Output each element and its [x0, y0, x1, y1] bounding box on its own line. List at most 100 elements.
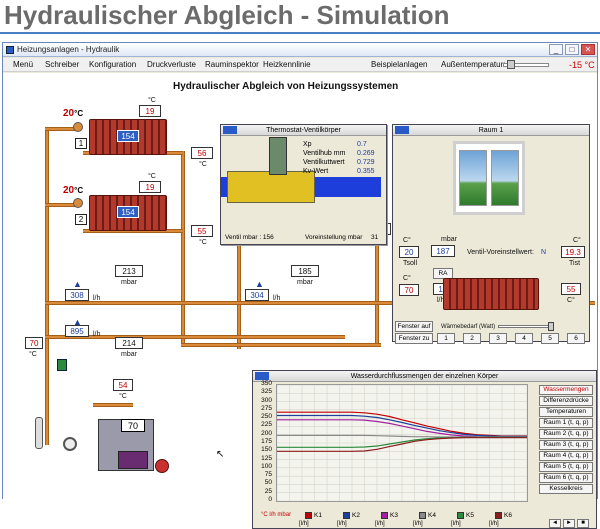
chart-view-button-9[interactable]: Raum 6 (t, q, p) — [539, 473, 593, 483]
rad2-number: 2 — [75, 214, 87, 225]
boiler-pipe — [93, 403, 133, 407]
rad2-valve[interactable] — [73, 198, 83, 208]
menu-bar: Menü Schreiber Konfiguration Druckverlus… — [3, 58, 597, 72]
window-title: Heizungsanlagen - Hydraulik — [17, 45, 120, 54]
y-tick-label: 350 — [261, 380, 272, 387]
flow1-unit: l/h — [93, 295, 101, 302]
flow3-arrow: ▲ — [73, 317, 82, 327]
menu-heizkennlinie[interactable]: Heizkennlinie — [263, 60, 311, 69]
menu-menue[interactable]: Menü — [13, 60, 34, 69]
menu-beispielanlagen[interactable]: Beispielanlagen — [371, 60, 428, 69]
outside-temp-label: Außentemperatur: — [441, 60, 506, 69]
legend-item-k2[interactable]: K2 — [343, 512, 360, 519]
t-soll-unit: C° — [403, 237, 411, 244]
flow3-unit: l/h — [93, 331, 101, 338]
window-pane-left — [459, 150, 487, 206]
legend-item-k5[interactable]: K5 — [457, 512, 474, 519]
legend-label: K6 — [504, 512, 512, 519]
diagram-title: Hydraulischer Abgleich von Heizungssyste… — [173, 81, 399, 92]
t-soll[interactable]: 20 — [399, 246, 419, 258]
legend-swatch — [457, 512, 464, 519]
legend-label: K1 — [314, 512, 322, 519]
window-titlebar[interactable]: Heizungsanlagen - Hydraulik _ □ ✕ — [3, 43, 597, 57]
waermebedarf-slider[interactable] — [498, 325, 550, 328]
thermostat-title: Thermostat-Ventilkörper — [221, 125, 386, 136]
pressure1-unit: mbar — [121, 279, 137, 286]
pump-icon[interactable] — [57, 359, 67, 371]
series-line-k2 — [277, 414, 527, 438]
valve-setting-label: Ventil-Voreinstellwert: — [467, 249, 534, 256]
y-tick-label: 175 — [261, 438, 272, 445]
tv-footer-left: Ventil mbar : 156 — [225, 234, 274, 241]
main-return-pipe — [45, 301, 595, 305]
chart-view-button-4[interactable]: Raum 1 (t, q, p) — [539, 418, 593, 428]
room-button-1[interactable]: 1 — [437, 333, 455, 344]
pressure3-unit: mbar — [121, 351, 137, 358]
boiler-display: 70 — [121, 419, 145, 432]
rad1-set-temp: 20°C — [63, 108, 84, 119]
chart-view-button-2[interactable]: Differenzdrücke — [539, 396, 593, 406]
vl-temp: 70 — [399, 284, 419, 296]
y-tick-label: 100 — [261, 462, 272, 470]
room-radiator[interactable] — [443, 278, 539, 310]
outside-temp-slider-knob[interactable] — [507, 60, 515, 69]
legend-item-k6[interactable]: K6 — [495, 512, 512, 519]
fenster-zu-button[interactable]: Fenster zu — [395, 333, 433, 344]
return-pipe-1 — [181, 151, 185, 345]
playback-control-3[interactable]: ■ — [577, 519, 589, 528]
room-button-2[interactable]: 2 — [463, 333, 481, 344]
playback-control-2[interactable]: ► — [563, 519, 575, 528]
playback-control-1[interactable]: ◄ — [549, 519, 561, 528]
chart-view-button-8[interactable]: Raum 5 (t, q, p) — [539, 462, 593, 472]
rad1-number: 1 — [75, 138, 87, 149]
waermebedarf-label: Wärmebedarf (Watt) — [441, 324, 496, 330]
menu-konfiguration[interactable]: Konfiguration — [89, 60, 137, 69]
room-button-5[interactable]: 5 — [541, 333, 559, 344]
rad1-valve[interactable] — [73, 122, 83, 132]
room-mbar-unit: mbar — [441, 236, 457, 243]
fenster-auf-button[interactable]: Fenster auf — [395, 321, 433, 332]
legend-item-k1[interactable]: K1 — [305, 512, 322, 519]
thermostat-window[interactable]: Thermostat-Ventilkörper Xp 0.7 Ventilhub… — [220, 124, 387, 245]
window-pane-right — [491, 150, 519, 206]
tv-label-hub: Ventilhub mm — [303, 150, 346, 157]
legend-label: K5 — [466, 512, 474, 519]
mouse-cursor-icon: ↖ — [216, 449, 225, 460]
close-button[interactable]: ✕ — [581, 44, 595, 55]
menu-druckverluste[interactable]: Druckverluste — [147, 60, 196, 69]
waermebedarf-slider-knob[interactable] — [548, 322, 554, 331]
flow-unit-label: [l/h] — [413, 521, 423, 527]
outside-temp-slider[interactable] — [503, 63, 549, 67]
maximize-button[interactable]: □ — [565, 44, 579, 55]
pipe-h-5 — [181, 343, 381, 347]
chart-view-button-7[interactable]: Raum 4 (t, q, p) — [539, 451, 593, 461]
room-button-6[interactable]: 6 — [567, 333, 585, 344]
room-button-3[interactable]: 3 — [489, 333, 507, 344]
pressure2-unit: mbar — [297, 279, 313, 286]
legend-item-k4[interactable]: K4 — [419, 512, 436, 519]
burner-icon — [118, 451, 148, 469]
y-tick-label: 200 — [261, 429, 272, 437]
return2-temp: 55 — [191, 225, 213, 237]
chart-view-button-10[interactable]: Kesselkreis — [539, 484, 593, 494]
chart-plot-area — [276, 384, 528, 502]
chart-view-button-3[interactable]: Temperaturen — [539, 407, 593, 417]
page-title: Hydraulischer Abgleich - Simulation — [4, 0, 450, 30]
menu-schreiber[interactable]: Schreiber — [45, 60, 80, 69]
rl-unit: C° — [567, 297, 575, 304]
minimize-button[interactable]: _ — [549, 44, 563, 55]
menu-rauminspektor[interactable]: Rauminspektor — [205, 60, 259, 69]
chart-view-button-6[interactable]: Raum 3 (t, q, p) — [539, 440, 593, 450]
pipe-h-1 — [45, 127, 77, 131]
chart-window[interactable]: Wasserdurchflussmengen der einzelnen Kör… — [252, 370, 597, 529]
flow2-arrow: ▲ — [255, 279, 264, 289]
valve-setting-value: N — [541, 249, 547, 256]
series-line-k1 — [277, 411, 527, 437]
chart-view-button-1[interactable]: Wassermengen — [539, 385, 593, 395]
return1-temp: 56 — [191, 147, 213, 159]
chart-view-button-5[interactable]: Raum 2 (t, q, p) — [539, 429, 593, 439]
room-button-4[interactable]: 4 — [515, 333, 533, 344]
legend-item-k3[interactable]: K3 — [381, 512, 398, 519]
title-rule — [0, 32, 600, 34]
room-window[interactable]: Raum 1 mbar 187 Ventil-Voreinstellwert: … — [392, 124, 590, 344]
